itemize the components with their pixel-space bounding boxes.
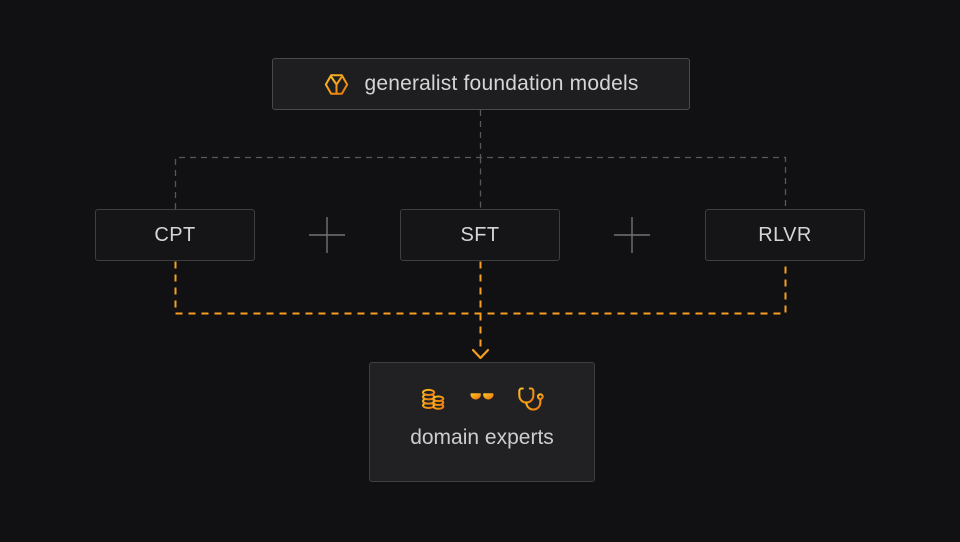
top-box-label: generalist foundation models bbox=[364, 72, 639, 95]
domain-icons-row bbox=[419, 385, 545, 413]
plus-icon bbox=[614, 217, 650, 253]
arrowhead-down-icon bbox=[471, 348, 490, 360]
stage-label-sft: SFT bbox=[460, 223, 500, 246]
stage-box-sft: SFT bbox=[400, 209, 560, 261]
domain-experts-box: domain experts bbox=[369, 362, 595, 482]
stage-box-rlvr: RLVR bbox=[705, 209, 865, 261]
connector-merge bbox=[174, 261, 787, 315]
stage-label-rlvr: RLVR bbox=[758, 223, 812, 246]
stethoscope-icon bbox=[518, 386, 544, 411]
connector-fanout bbox=[174, 156, 787, 209]
cube-icon bbox=[323, 71, 350, 98]
stage-box-cpt: CPT bbox=[95, 209, 255, 261]
output-box-label: domain experts bbox=[410, 426, 554, 449]
coins-icon bbox=[421, 388, 445, 410]
stage-label-cpt: CPT bbox=[154, 223, 196, 246]
generalist-foundation-models-box: generalist foundation models bbox=[272, 58, 690, 110]
scale-icon bbox=[470, 389, 494, 409]
plus-icon bbox=[309, 217, 345, 253]
